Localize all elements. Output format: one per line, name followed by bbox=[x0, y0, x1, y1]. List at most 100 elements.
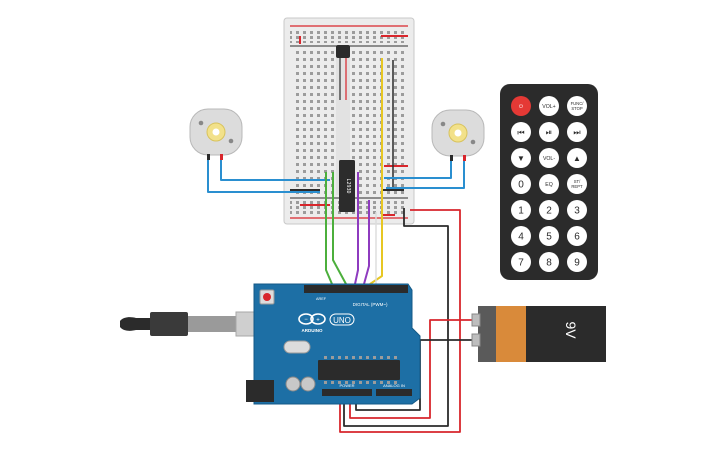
wire-black-battery[interactable] bbox=[355, 339, 478, 411]
power-header[interactable] bbox=[322, 389, 372, 396]
remote-button-label: EQ bbox=[545, 182, 553, 188]
rail-holes-top bbox=[290, 29, 408, 43]
remote-button[interactable]: VOL+ bbox=[539, 96, 559, 116]
remote-button-label: ⏭ bbox=[573, 128, 580, 137]
motor-terminal bbox=[463, 155, 466, 161]
remote-button-circle bbox=[511, 148, 531, 168]
remote-button-circle bbox=[539, 148, 559, 168]
wire-black-gnd-1[interactable] bbox=[343, 208, 449, 427]
wire-green-2[interactable] bbox=[332, 172, 347, 285]
battery-label: 9V bbox=[563, 321, 579, 339]
remote-button[interactable]: 3 bbox=[567, 200, 587, 220]
remote-button[interactable]: 0 bbox=[511, 174, 531, 194]
remote-button[interactable]: 2 bbox=[539, 200, 559, 220]
remote-buttons[interactable]: ⏻ VOL+ FUNC/STOP ⏮ ⏯ ⏭ ▼ VOL- ▲ 0 EQ ST/REPT 1 2 3 4 5 6 7… bbox=[511, 96, 587, 272]
remote-button-label: ST/ bbox=[574, 179, 581, 184]
remote-button[interactable]: ST/REPT bbox=[567, 174, 587, 194]
terminal-strip-left bbox=[292, 50, 334, 195]
remote-button-label: ⏯ bbox=[546, 128, 552, 137]
svg-text:−: − bbox=[304, 317, 308, 323]
usb-cable[interactable] bbox=[120, 311, 273, 337]
wire-yellow[interactable] bbox=[369, 210, 383, 285]
remote-button[interactable]: ⏭ bbox=[567, 122, 587, 142]
ir-receiver[interactable] bbox=[336, 45, 350, 58]
ir-remote[interactable]: ⏻ VOL+ FUNC/STOP ⏮ ⏯ ⏭ ▼ VOL- ▲ 0 EQ ST/REPT 1 2 3 4 5 6 7… bbox=[500, 84, 598, 280]
motor-terminal bbox=[207, 154, 210, 160]
remote-button[interactable]: 6 bbox=[567, 226, 587, 246]
remote-button-circle bbox=[511, 200, 531, 220]
remote-button[interactable]: 9 bbox=[567, 252, 587, 272]
capacitor bbox=[300, 376, 316, 392]
power-jack[interactable] bbox=[246, 380, 274, 402]
remote-button[interactable]: ⏻ bbox=[511, 96, 531, 116]
remote-button-label: 2 bbox=[546, 206, 552, 217]
uno-badge bbox=[329, 313, 355, 326]
remote-button-label: 7 bbox=[518, 258, 524, 269]
wire-purple-1[interactable] bbox=[354, 172, 359, 285]
wire-red-battery[interactable] bbox=[349, 319, 478, 419]
remote-button-circle bbox=[567, 174, 587, 194]
dc-motor-right[interactable] bbox=[431, 109, 485, 161]
remote-button[interactable]: 8 bbox=[539, 252, 559, 272]
remote-button-label: 9 bbox=[574, 258, 580, 269]
remote-button[interactable]: ⏮ bbox=[511, 122, 531, 142]
remote-button-circle bbox=[567, 148, 587, 168]
remote-button[interactable]: 7 bbox=[511, 252, 531, 272]
remote-button[interactable]: FUNC/STOP bbox=[567, 96, 587, 116]
svg-text:+: + bbox=[316, 318, 320, 324]
remote-button-label: REPT bbox=[571, 184, 583, 189]
remote-button-circle bbox=[511, 96, 531, 116]
remote-button[interactable]: VOL- bbox=[539, 148, 559, 168]
arduino-uno[interactable]: AREF DIGITAL (PWM~) − + ARDUINO UNO bbox=[246, 283, 421, 405]
motor-hub bbox=[454, 129, 462, 137]
wire-motor-left-a[interactable] bbox=[207, 160, 320, 193]
remote-button[interactable]: 5 bbox=[539, 226, 559, 246]
remote-button-circle bbox=[539, 252, 559, 272]
remote-button-label: 8 bbox=[546, 258, 552, 269]
analog-header[interactable] bbox=[376, 389, 412, 396]
chip-label: L293D bbox=[345, 178, 351, 193]
motor-screw bbox=[198, 120, 204, 126]
remote-button-circle bbox=[539, 200, 559, 220]
remote-button[interactable]: EQ bbox=[539, 174, 559, 194]
battery-9v[interactable]: 9V bbox=[471, 306, 606, 362]
breadboard[interactable]: L293D bbox=[283, 17, 415, 225]
wire-motor-right-a[interactable] bbox=[384, 161, 452, 179]
remote-button[interactable]: ▼ bbox=[511, 148, 531, 168]
wire-motor-right-b[interactable] bbox=[386, 161, 465, 189]
remote-button-label: ▼ bbox=[517, 154, 525, 163]
remote-button-label: STOP bbox=[571, 106, 583, 111]
motor-terminal bbox=[220, 154, 223, 160]
l293d-chip[interactable] bbox=[339, 160, 355, 212]
remote-button[interactable]: 1 bbox=[511, 200, 531, 220]
remote-button[interactable]: ⏯ bbox=[539, 122, 559, 142]
dc-motor-left[interactable] bbox=[189, 108, 243, 160]
digital-header[interactable] bbox=[304, 285, 408, 293]
remote-button-label: 6 bbox=[574, 232, 580, 243]
usb-cable-end bbox=[120, 317, 150, 331]
motor-screw bbox=[440, 121, 446, 127]
wires[interactable] bbox=[207, 160, 478, 433]
remote-button-label: 0 bbox=[518, 180, 524, 191]
arduino-brand: ARDUINO bbox=[302, 328, 323, 333]
remote-button-label: 4 bbox=[518, 232, 524, 243]
battery-band bbox=[496, 306, 526, 362]
motor-screw bbox=[228, 138, 234, 144]
remote-button-circle bbox=[567, 96, 587, 116]
wire-red-vcc-1[interactable] bbox=[339, 209, 461, 433]
pin-labels-digital: AREF bbox=[316, 297, 327, 301]
battery-body bbox=[526, 306, 606, 362]
remote-button-label: FUNC/ bbox=[571, 101, 585, 106]
remote-button-label: 1 bbox=[518, 206, 524, 217]
remote-button-circle bbox=[539, 122, 559, 142]
wire-motor-left-b[interactable] bbox=[220, 160, 330, 181]
remote-button-circle bbox=[567, 122, 587, 142]
remote-button-circle bbox=[511, 252, 531, 272]
wire-purple-2[interactable] bbox=[363, 200, 370, 285]
remote-button-circle bbox=[511, 226, 531, 246]
remote-button[interactable]: 4 bbox=[511, 226, 531, 246]
chip-pins bbox=[321, 356, 399, 384]
remote-button[interactable]: ▲ bbox=[567, 148, 587, 168]
wire-green-1[interactable] bbox=[325, 172, 333, 285]
